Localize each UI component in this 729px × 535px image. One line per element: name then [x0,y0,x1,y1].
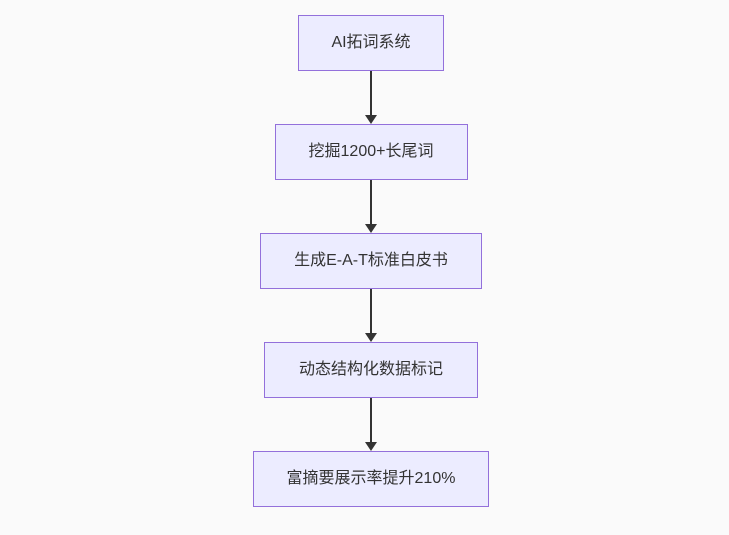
flow-node-ai-word-expansion-system: AI拓词系统 [298,15,444,71]
flow-node-rich-snippet-rate-result: 富摘要展示率提升210% [253,451,489,507]
flowchart: AI拓词系统 挖掘1200+长尾词 生成E-A-T标准白皮书 动态结构化数据标记… [0,15,729,507]
arrowhead-down-icon [365,333,377,342]
flow-node-dynamic-structured-data-markup: 动态结构化数据标记 [264,342,478,398]
arrow-connector-2 [365,180,377,233]
arrowhead-down-icon [365,115,377,124]
arrow-line [370,289,372,333]
flow-node-eat-whitepaper-generation: 生成E-A-T标准白皮书 [260,233,482,289]
arrow-connector-3 [365,289,377,342]
flow-node-longtail-keyword-mining: 挖掘1200+长尾词 [274,124,468,180]
arrowhead-down-icon [365,442,377,451]
arrow-line [370,398,372,442]
arrow-line [370,180,372,224]
arrow-line [370,71,372,115]
arrow-connector-1 [365,71,377,124]
arrow-connector-4 [365,398,377,451]
arrowhead-down-icon [365,224,377,233]
